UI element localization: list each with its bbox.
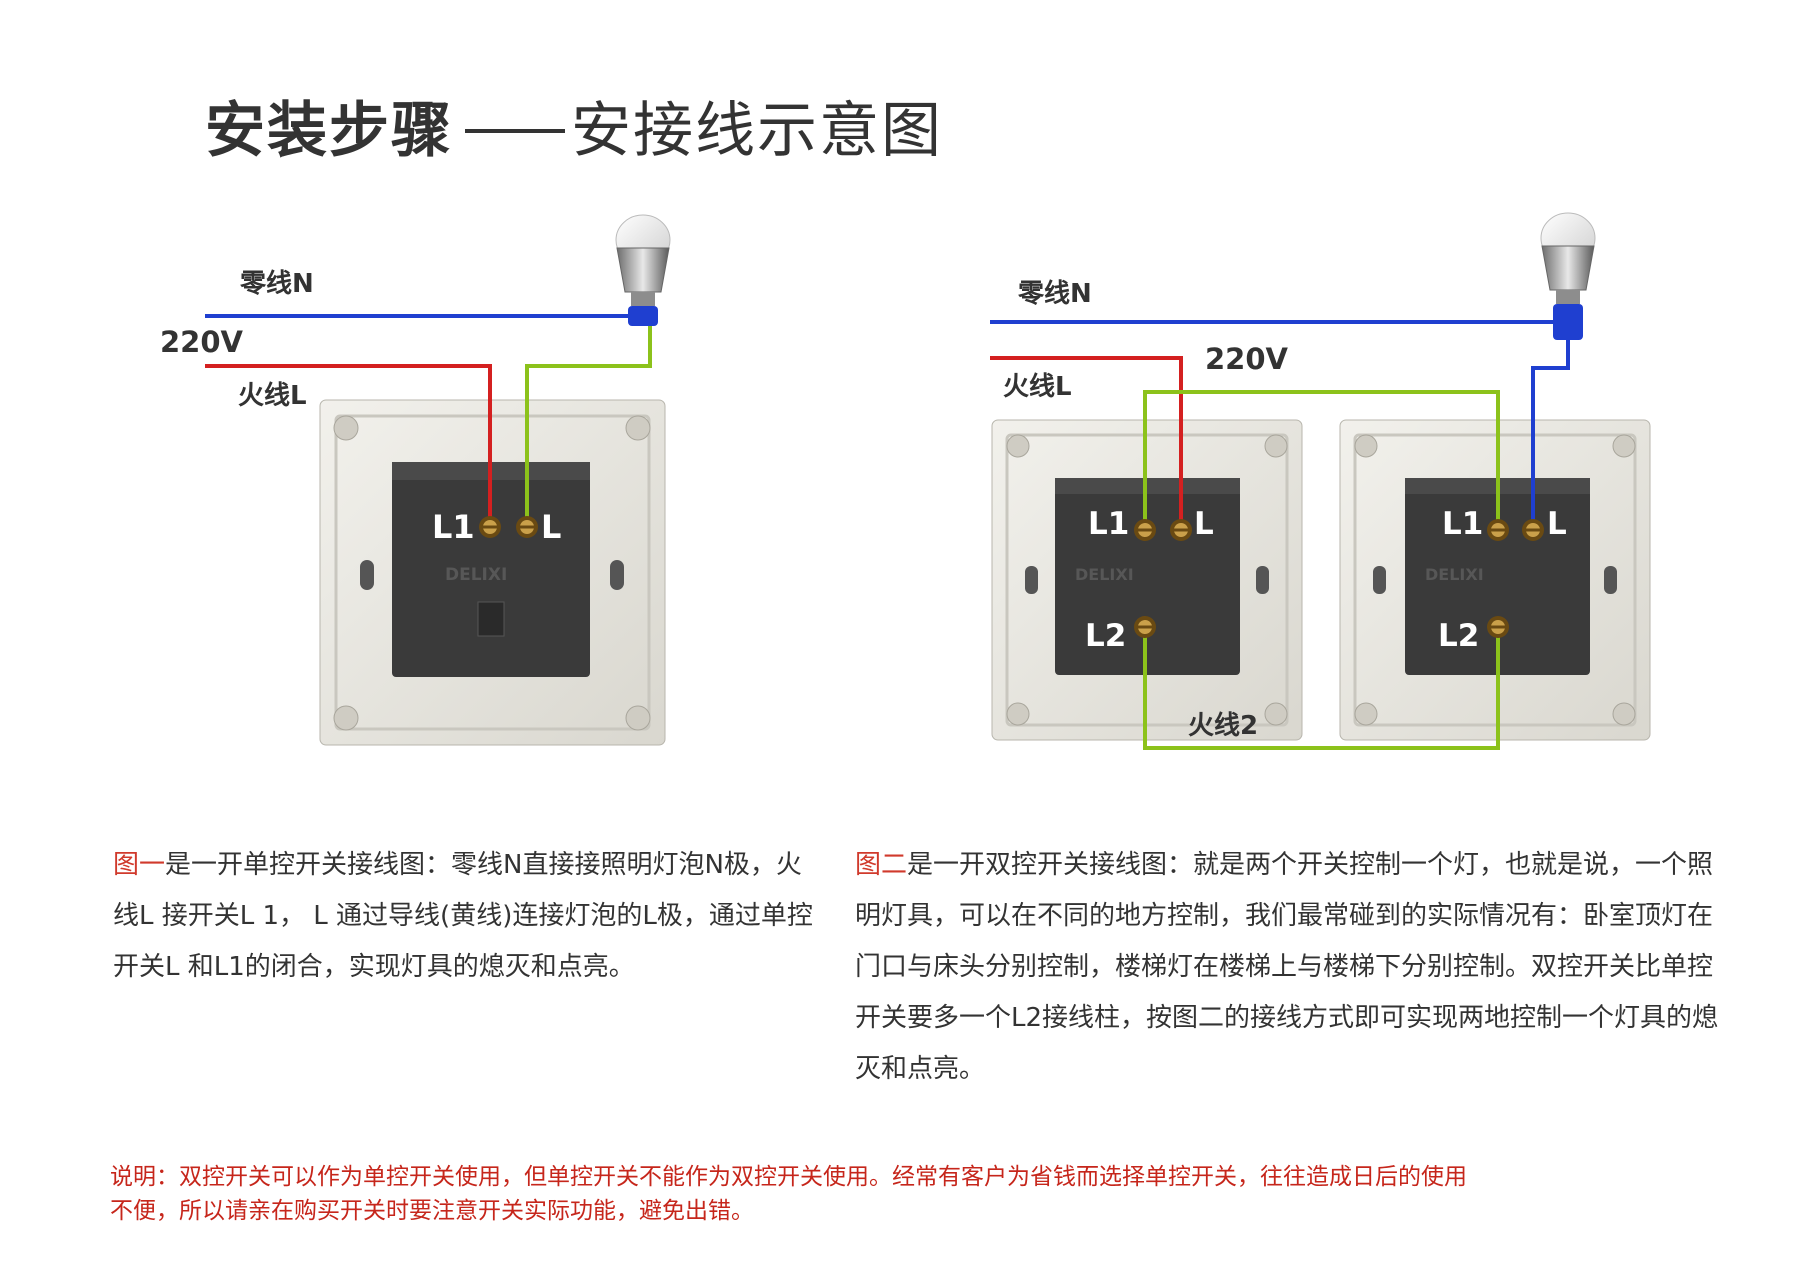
terminal-a-l2-label: L2: [1085, 618, 1126, 654]
terminal-b-l2: [1487, 616, 1509, 638]
live-label: 火线L: [238, 381, 307, 411]
usage-note: 说明：双控开关可以作为单控开关使用，但单控开关不能作为双控开关使用。经常有客户为…: [110, 1160, 1710, 1228]
note-line-2: 不便，所以请亲在购买开关时要注意开关实际功能，避免出错。: [110, 1198, 754, 1224]
terminal-a-l: [1170, 519, 1192, 541]
title-main: 安装步骤: [205, 96, 453, 166]
title-dash: [465, 129, 565, 134]
brand-mark: DELIXI: [445, 565, 507, 585]
wiring-diagrams: DELIXI L1 L 零线N 220V 火线L: [160, 212, 1651, 750]
note-line-1: 说明：双控开关可以作为单控开关使用，但单控开关不能作为双控开关使用。经常有客户为…: [110, 1164, 1467, 1190]
figure1-text: 是一开单控开关接线图：零线N直接接照明灯泡N极，火线L 接开关L 1， L 通过…: [113, 850, 813, 982]
terminal-l1: [479, 516, 501, 538]
terminal-b-l2-label: L2: [1438, 618, 1479, 654]
figure2-description: 图二是一开双控开关接线图：就是两个开关控制一个灯，也就是说，一个照明灯具，可以在…: [855, 840, 1735, 1095]
neutral-label: 零线N: [1018, 279, 1092, 309]
figure2-ref: 图二: [855, 850, 908, 880]
bulb-icon: [615, 214, 671, 326]
figure2: DELIXI DELIXI L1 L L2 L1 L L2 零线N: [990, 212, 1651, 750]
figure1-description: 图一是一开单控开关接线图：零线N直接接照明灯泡N极，火线L 接开关L 1， L …: [113, 840, 813, 993]
figure1-ref: 图一: [113, 850, 166, 880]
terminal-l1-label: L1: [432, 508, 475, 546]
terminal-b-l: [1522, 519, 1544, 541]
terminal-b-l1: [1487, 519, 1509, 541]
terminal-a-l1: [1134, 519, 1156, 541]
bulb-icon: [1540, 212, 1596, 340]
switch-body-a: [1055, 478, 1240, 675]
brand-mark: DELIXI: [1425, 565, 1484, 584]
live-wire: [990, 356, 1183, 530]
page-title: 安装步骤 安接线示意图: [205, 82, 943, 169]
brand-mark: DELIXI: [1075, 565, 1134, 584]
terminal-a-l-label: L: [1194, 506, 1214, 542]
live-label: 火线L: [1003, 372, 1072, 402]
switch-b-to-bulb-wire: [1531, 340, 1570, 530]
figure1: DELIXI L1 L 零线N 220V 火线L: [160, 214, 671, 746]
live2-label: 火线2: [1188, 711, 1258, 741]
figure2-text: 是一开双控开关接线图：就是两个开关控制一个灯，也就是说，一个照明灯具，可以在不同…: [855, 850, 1719, 1084]
terminal-l: [516, 516, 538, 538]
terminal-b-l-label: L: [1547, 506, 1567, 542]
traveler-wire-1: [1143, 390, 1500, 530]
terminal-b-l1-label: L1: [1442, 506, 1483, 542]
traveler-wire-2: [1143, 627, 1500, 750]
link-wire: [525, 326, 652, 527]
title-sub: 安接线示意图: [571, 96, 943, 166]
terminal-l-label: L: [541, 508, 561, 546]
switch-body-b: [1405, 478, 1590, 675]
terminal-a-l2: [1134, 616, 1156, 638]
terminal-a-l1-label: L1: [1088, 506, 1129, 542]
live-wire: [205, 364, 492, 527]
neutral-label: 零线N: [240, 269, 314, 299]
voltage-label: 220V: [1205, 342, 1289, 376]
voltage-label: 220V: [160, 325, 244, 359]
switch-body: [392, 462, 590, 677]
